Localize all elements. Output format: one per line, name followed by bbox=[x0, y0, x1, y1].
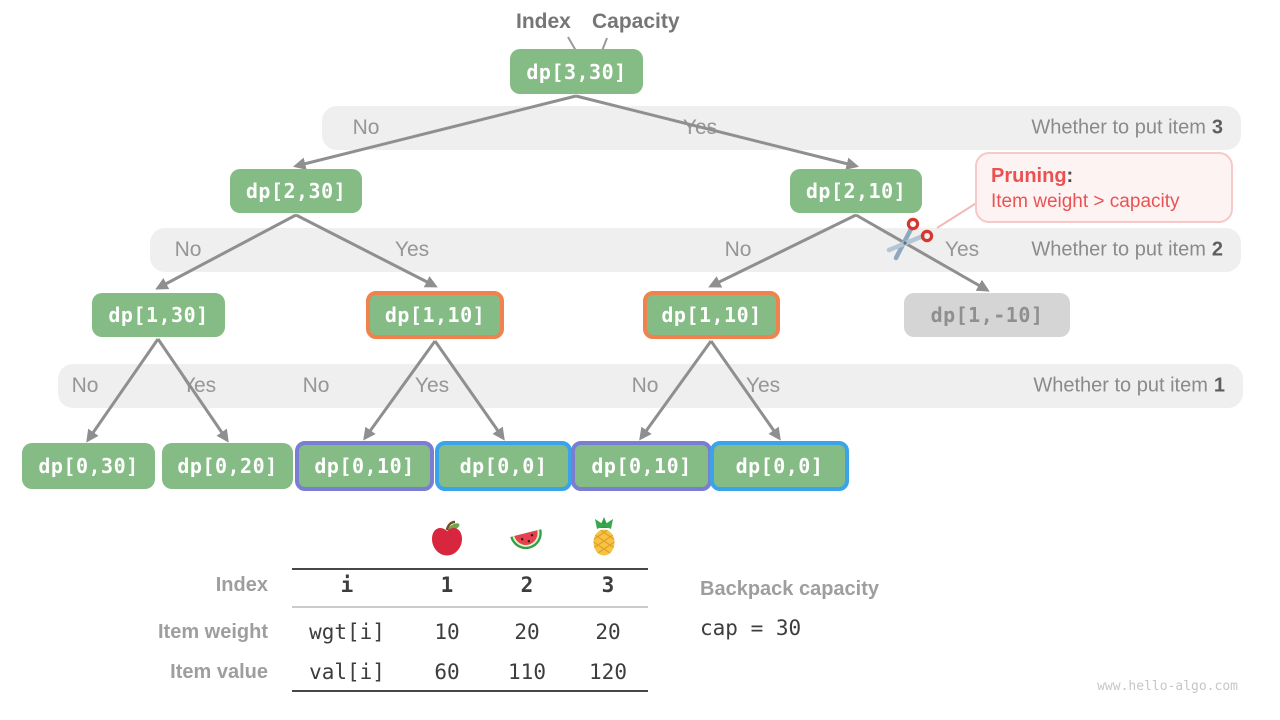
band-item-1: No Yes No Yes No Yes Whether to put item… bbox=[58, 364, 1243, 408]
node-dp-0-0-blue: dp[0,0] bbox=[435, 441, 572, 491]
table-val-label: val[i] bbox=[309, 660, 385, 684]
node-dp-1-neg10-pruned: dp[1,-10] bbox=[904, 293, 1070, 337]
choice-yes: Yes bbox=[944, 238, 980, 261]
question-text: Whether to put item bbox=[1031, 116, 1206, 139]
table-header-1: 1 bbox=[440, 573, 454, 597]
watermark: www.hello-algo.com bbox=[1097, 679, 1238, 694]
choice-no: No bbox=[71, 374, 99, 397]
table-header-i: i bbox=[340, 573, 354, 597]
node-dp-0-10-purple: dp[0,10] bbox=[571, 441, 712, 491]
node-dp-0-20: dp[0,20] bbox=[162, 443, 293, 489]
pruning-title-text: Pruning bbox=[991, 165, 1067, 187]
choice-no: No bbox=[724, 238, 752, 261]
node-dp-3-30: dp[3,30] bbox=[510, 49, 643, 94]
choice-yes: Yes bbox=[181, 374, 217, 397]
watermelon-icon bbox=[510, 529, 542, 550]
pineapple-icon bbox=[593, 517, 615, 556]
node-dp-2-30: dp[2,30] bbox=[230, 169, 362, 213]
capacity-pointer-label: Capacity bbox=[592, 10, 680, 33]
choice-yes: Yes bbox=[414, 374, 450, 397]
row-label-index: Index bbox=[215, 574, 268, 596]
question-item-number: 3 bbox=[1211, 116, 1223, 139]
question-text: Whether to put item bbox=[1033, 374, 1208, 397]
node-dp-0-0-blue: dp[0,0] bbox=[710, 441, 849, 491]
node-dp-1-30: dp[1,30] bbox=[92, 293, 225, 337]
apple-icon bbox=[432, 520, 462, 556]
question-item-number: 2 bbox=[1211, 238, 1223, 261]
pruning-title: Pruning: bbox=[991, 163, 1217, 189]
choice-yes: Yes bbox=[745, 374, 781, 397]
table-val-1: 60 bbox=[434, 660, 460, 684]
table-val-3: 120 bbox=[589, 660, 627, 684]
node-dp-2-10: dp[2,10] bbox=[790, 169, 922, 213]
backpack-capacity-label: Backpack capacity bbox=[700, 578, 880, 600]
pruning-detail: Item weight > capacity bbox=[991, 191, 1180, 212]
table-top-rule bbox=[292, 568, 648, 570]
choice-no: No bbox=[174, 238, 202, 261]
pruning-callout-line bbox=[936, 201, 979, 229]
question-text: Whether to put item bbox=[1031, 238, 1206, 261]
node-dp-0-30: dp[0,30] bbox=[22, 443, 155, 489]
table-wgt-2: 20 bbox=[514, 620, 540, 644]
pruning-annotation: Pruning: Item weight > capacity bbox=[975, 152, 1233, 223]
choice-no: No bbox=[631, 374, 659, 397]
index-pointer-label: Index bbox=[516, 10, 571, 33]
table-wgt-1: 10 bbox=[434, 620, 460, 644]
node-dp-0-10-purple: dp[0,10] bbox=[295, 441, 434, 491]
choice-yes: Yes bbox=[682, 116, 718, 139]
question-item-number: 1 bbox=[1213, 374, 1225, 397]
table-wgt-label: wgt[i] bbox=[309, 620, 385, 644]
row-label-weight: Item weight bbox=[157, 621, 268, 643]
pruning-title-colon: : bbox=[1066, 165, 1074, 187]
node-dp-1-10-highlighted: dp[1,10] bbox=[366, 291, 504, 339]
table-wgt-3: 20 bbox=[595, 620, 621, 644]
backpack-capacity-value: cap = 30 bbox=[700, 616, 802, 640]
choice-no: No bbox=[352, 116, 380, 139]
node-dp-1-10-highlighted: dp[1,10] bbox=[643, 291, 780, 339]
choice-no: No bbox=[302, 374, 330, 397]
table-header-3: 3 bbox=[601, 573, 615, 597]
table-bottom-rule bbox=[292, 690, 648, 692]
table-mid-rule bbox=[292, 606, 648, 608]
row-label-value: Item value bbox=[170, 661, 268, 683]
choice-yes: Yes bbox=[394, 238, 430, 261]
table-header-2: 2 bbox=[520, 573, 534, 597]
table-val-2: 110 bbox=[508, 660, 546, 684]
